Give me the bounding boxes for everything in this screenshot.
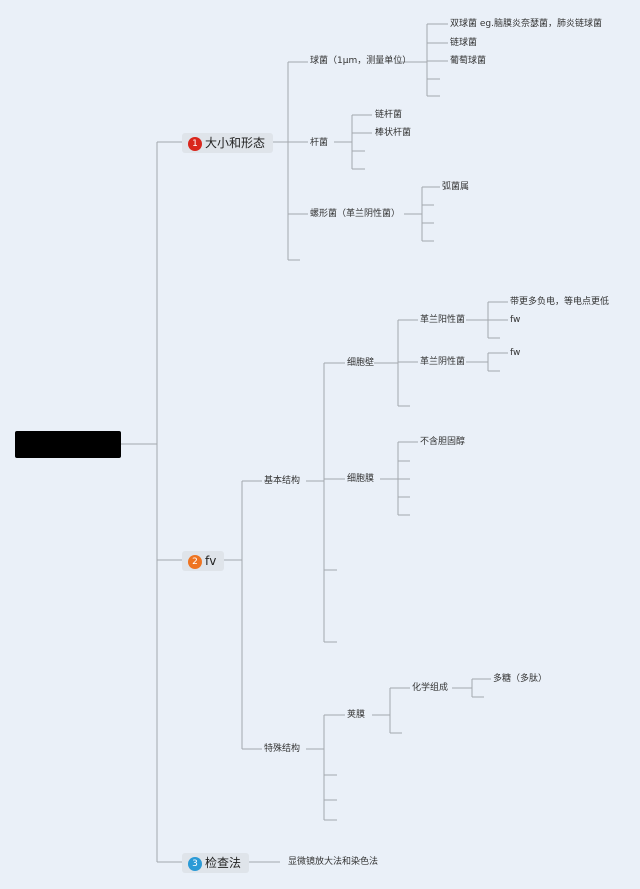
node-jibenjiegou[interactable]: 基本结构 (264, 476, 301, 486)
node-hujunshu[interactable]: 弧菌属 (442, 182, 470, 192)
branch-label: 大小和形态 (205, 136, 266, 150)
node-ganjun[interactable]: 杆菌 (310, 138, 329, 148)
node-luoxingjun[interactable]: 螺形菌（革兰阴性菌） (310, 209, 401, 219)
node-fw-1[interactable]: fw (510, 315, 521, 325)
number-badge-1: 1 (188, 137, 202, 151)
node-xibaobi[interactable]: 细胞壁 (347, 358, 375, 368)
node-gelanyang[interactable]: 革兰阳性菌 (420, 315, 466, 325)
node-lianganjun[interactable]: 链杆菌 (375, 110, 403, 120)
number-badge-2: 2 (188, 555, 202, 569)
node-daigengduo[interactable]: 带更多负电，等电点更低 (510, 297, 610, 307)
branch-label: fv (205, 554, 217, 568)
branch-label: 检查法 (205, 856, 242, 870)
node-fw-2[interactable]: fw (510, 348, 521, 358)
node-duotang[interactable]: 多糖（多肽） (493, 674, 548, 684)
root-node[interactable] (15, 431, 121, 458)
node-qiujun[interactable]: 球菌（1μm，测量单位） (310, 56, 412, 66)
node-gelanyin[interactable]: 革兰阴性菌 (420, 357, 466, 367)
node-jiamo[interactable]: 荚膜 (347, 710, 366, 720)
node-teshujiegou[interactable]: 特殊结构 (264, 744, 301, 754)
node-huaxuezucheng[interactable]: 化学组成 (412, 683, 449, 693)
number-badge-3: 3 (188, 857, 202, 871)
node-buhandanguchun[interactable]: 不含胆固醇 (420, 437, 466, 447)
node-xibaomo[interactable]: 细胞膜 (347, 474, 375, 484)
node-xianweijing[interactable]: 显微镜放大法和染色法 (288, 857, 379, 867)
node-putaoqiujun[interactable]: 葡萄球菌 (450, 56, 487, 66)
node-shuangqiujun[interactable]: 双球菌 eg.脑膜炎奈瑟菌，肺炎链球菌 (450, 19, 602, 29)
node-bangzhuangganjun[interactable]: 棒状杆菌 (375, 128, 412, 138)
node-lianqiujun[interactable]: 链球菌 (450, 38, 478, 48)
